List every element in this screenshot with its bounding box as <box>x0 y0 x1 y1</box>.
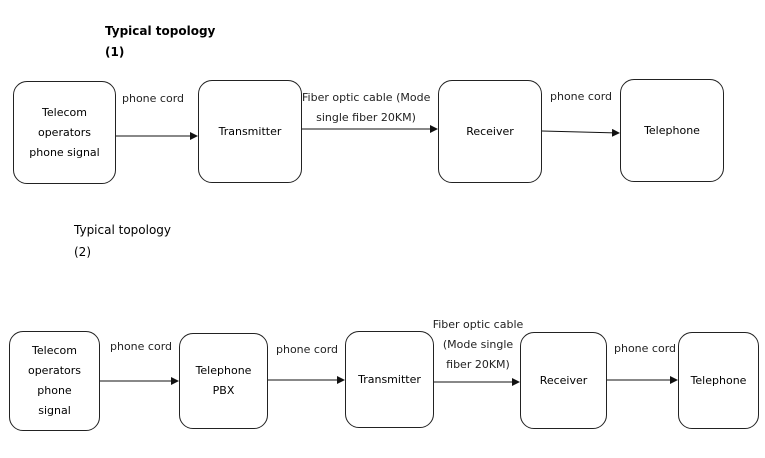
node-label-line: Transmitter <box>358 372 421 386</box>
node-label-line: Telecom <box>42 105 87 119</box>
node-label-line: Transmitter <box>218 124 282 138</box>
t2-node-transmitter: Transmitter <box>345 331 434 428</box>
node-label-line: Telephone <box>690 373 747 387</box>
t2-edge-label-fiber: Fiber optic cable (Mode single fiber 20K… <box>430 315 526 375</box>
t1-edge-label-fiber: Fiber optic cable (Mode single fiber 20K… <box>302 88 430 128</box>
node-label-line: Telephone <box>644 123 700 137</box>
t2-edge-label-phone-cord-3: phone cord <box>614 342 677 355</box>
node-label-line: Telecom <box>32 344 77 357</box>
t1-node-receiver: Receiver <box>438 80 542 183</box>
t2-node-receiver: Receiver <box>520 332 607 429</box>
node-label-line: phone signal <box>29 145 100 159</box>
t1-arrow-receiver-to-telephone <box>541 128 620 137</box>
t2-node-telecom-operators: Telecom operators phone signal <box>9 331 100 431</box>
node-label-line: signal <box>38 404 71 417</box>
node-label-line: Telephone <box>195 364 252 377</box>
edge-label-line: single fiber 20KM) <box>316 111 416 124</box>
node-label-line: operators <box>37 125 92 139</box>
node-label-line: Receiver <box>539 373 588 387</box>
topology1-title: Typical topology <box>105 24 216 38</box>
edge-label-line: Fiber optic cable (Mode <box>302 91 431 104</box>
t1-node-telephone: Telephone <box>620 79 724 182</box>
node-label-line: operators <box>27 364 82 377</box>
t2-node-telephone-pbx: Telephone PBX <box>179 333 268 429</box>
t1-node-telecom-operators: Telecom operators phone signal <box>13 81 116 184</box>
topology1-number: (1) <box>105 45 125 59</box>
t1-edge-label-phone-cord-1: phone cord <box>122 92 185 105</box>
t2-node-telephone: Telephone <box>678 332 759 429</box>
node-label-line: phone <box>37 384 72 397</box>
t2-edge-label-phone-cord-2: phone cord <box>276 343 339 356</box>
edge-label-line: fiber 20KM) <box>446 358 510 371</box>
edge-label-line: (Mode single <box>442 338 514 351</box>
topology2-number: (2) <box>74 245 91 259</box>
t1-edge-label-phone-cord-2: phone cord <box>550 90 613 103</box>
topology2-title: Typical topology <box>74 223 172 237</box>
node-label-line: PBX <box>212 384 235 397</box>
edge-label-line: Fiber optic cable <box>432 318 524 331</box>
node-label-line: Receiver <box>466 124 514 138</box>
t1-node-transmitter: Transmitter <box>198 80 302 183</box>
t2-edge-label-phone-cord-1: phone cord <box>110 340 173 353</box>
